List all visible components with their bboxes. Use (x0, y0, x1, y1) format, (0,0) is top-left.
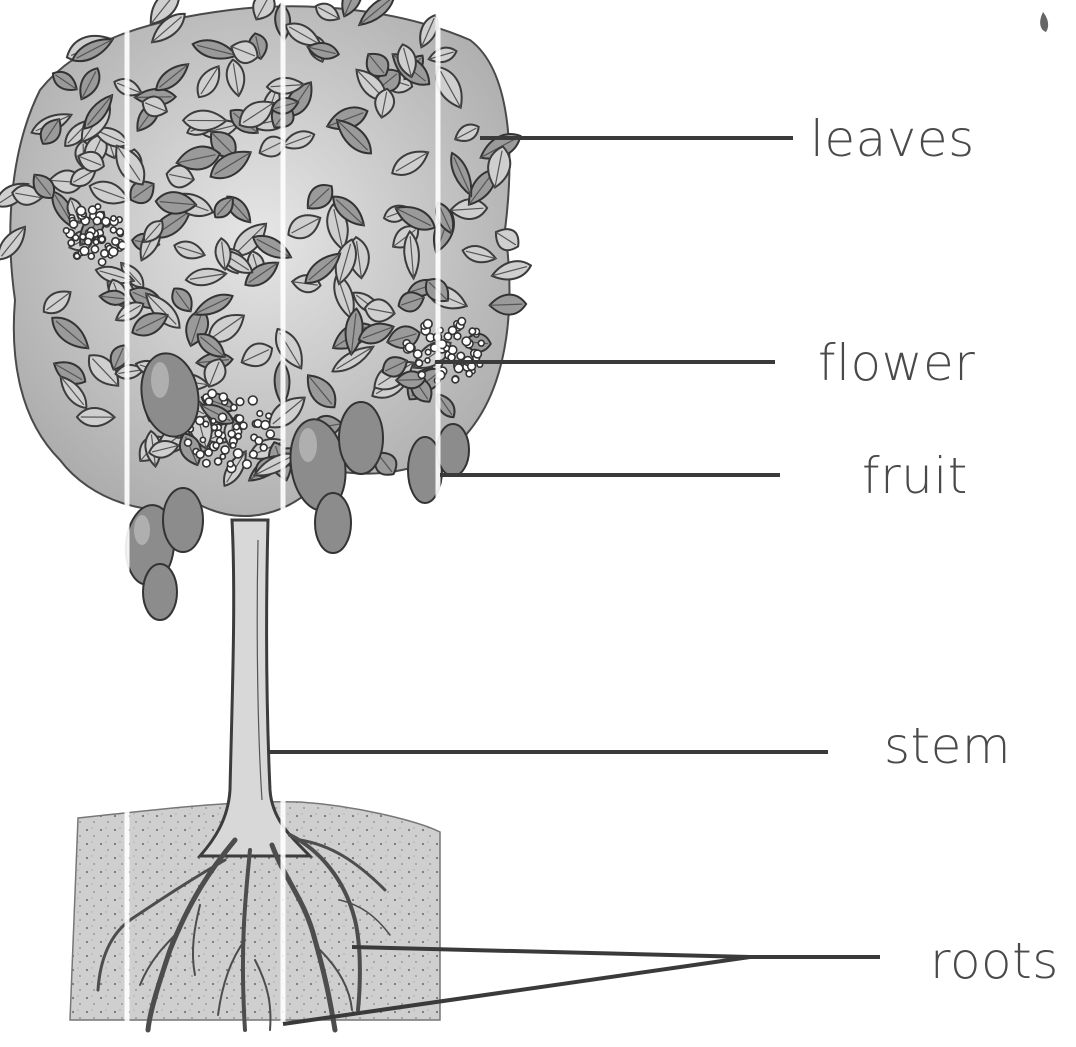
flower-bud (80, 234, 86, 240)
flower-bud (466, 371, 472, 377)
flower-bud (234, 449, 243, 458)
flower-bud (416, 360, 423, 367)
flower-bud (260, 444, 267, 451)
label-leaves: leaves (810, 110, 975, 168)
flower-bud (248, 396, 257, 405)
flower-bud (101, 250, 108, 257)
flower-bud (73, 235, 79, 241)
flower-bud (196, 417, 204, 425)
fruit-3 (163, 488, 203, 552)
flower-bud (77, 206, 86, 215)
flower-bud (478, 340, 484, 346)
fruit-7 (315, 493, 351, 553)
flower-bud (212, 425, 218, 431)
flower-bud (405, 343, 414, 352)
flower-bud (444, 333, 451, 340)
fruit-6 (339, 402, 383, 474)
flower-bud (469, 328, 475, 334)
flower-bud (93, 217, 101, 225)
flower-bud (111, 216, 116, 221)
ink-mark (1040, 12, 1048, 32)
flower-bud (261, 421, 270, 430)
flower-bud (70, 220, 78, 228)
flower-bud (424, 320, 433, 329)
flower-bud (217, 438, 223, 444)
flower-bud (203, 460, 210, 467)
flower-bud (205, 449, 212, 456)
flower-bud (205, 398, 212, 405)
flower-bud (219, 393, 227, 401)
flower-bud (200, 437, 205, 442)
flower-bud (257, 411, 263, 417)
flower-bud (425, 349, 430, 354)
fruit-9 (437, 424, 469, 476)
flower-bud (64, 228, 70, 234)
flower-bud (219, 413, 227, 421)
flower-bud (474, 350, 482, 358)
flower-bud (230, 443, 235, 448)
flower-bud (99, 236, 105, 242)
flower-bud (221, 446, 229, 454)
flower-bud (228, 430, 235, 437)
flower-bud (117, 228, 124, 235)
flower-bud (236, 415, 244, 423)
tree-illustration (0, 0, 533, 1047)
flower-bud (236, 398, 244, 406)
flower-bud (240, 422, 247, 429)
leaf-vein (396, 379, 422, 380)
flower-bud (91, 246, 98, 253)
flower-bud (418, 371, 425, 378)
label-stem: stem (884, 717, 1011, 775)
flower-bud (208, 389, 216, 397)
flower-bud (266, 430, 274, 438)
flower-bud (243, 460, 252, 469)
flower-bud (85, 238, 92, 245)
flower-bud (99, 258, 106, 265)
flower-bud (211, 418, 216, 423)
flower-bud (448, 354, 455, 361)
flower-bud (255, 437, 262, 444)
flower-bud (109, 247, 118, 256)
label-flower: flower (818, 334, 975, 392)
flower-bud (454, 364, 463, 373)
flower-bud (94, 240, 99, 245)
flower-bud (458, 318, 465, 325)
flower-bud (185, 439, 192, 446)
flower-bud (88, 253, 94, 259)
flower-bud (231, 405, 237, 411)
flower-bud (452, 376, 459, 383)
flower-bud (227, 461, 233, 467)
flower-bud (68, 240, 74, 246)
flower-bud (220, 454, 225, 459)
flower-bud (80, 247, 89, 256)
flower-bud (110, 227, 116, 233)
flower-bud (233, 424, 239, 430)
flower-bud (250, 451, 258, 459)
label-fruit: fruit (862, 447, 968, 505)
flower-bud (235, 433, 241, 439)
flower-bud (462, 337, 471, 346)
flower-bud (102, 218, 110, 226)
label-roots: roots (930, 932, 1059, 990)
flower-bud (266, 413, 271, 418)
fruit-4 (143, 564, 177, 620)
flower-bud (215, 430, 222, 437)
flower-bud (95, 204, 100, 209)
flower-bud (425, 358, 430, 363)
labels: leaves flower fruit stem roots (810, 110, 1059, 990)
flower-bud (196, 450, 204, 458)
flower-bud (414, 350, 422, 358)
